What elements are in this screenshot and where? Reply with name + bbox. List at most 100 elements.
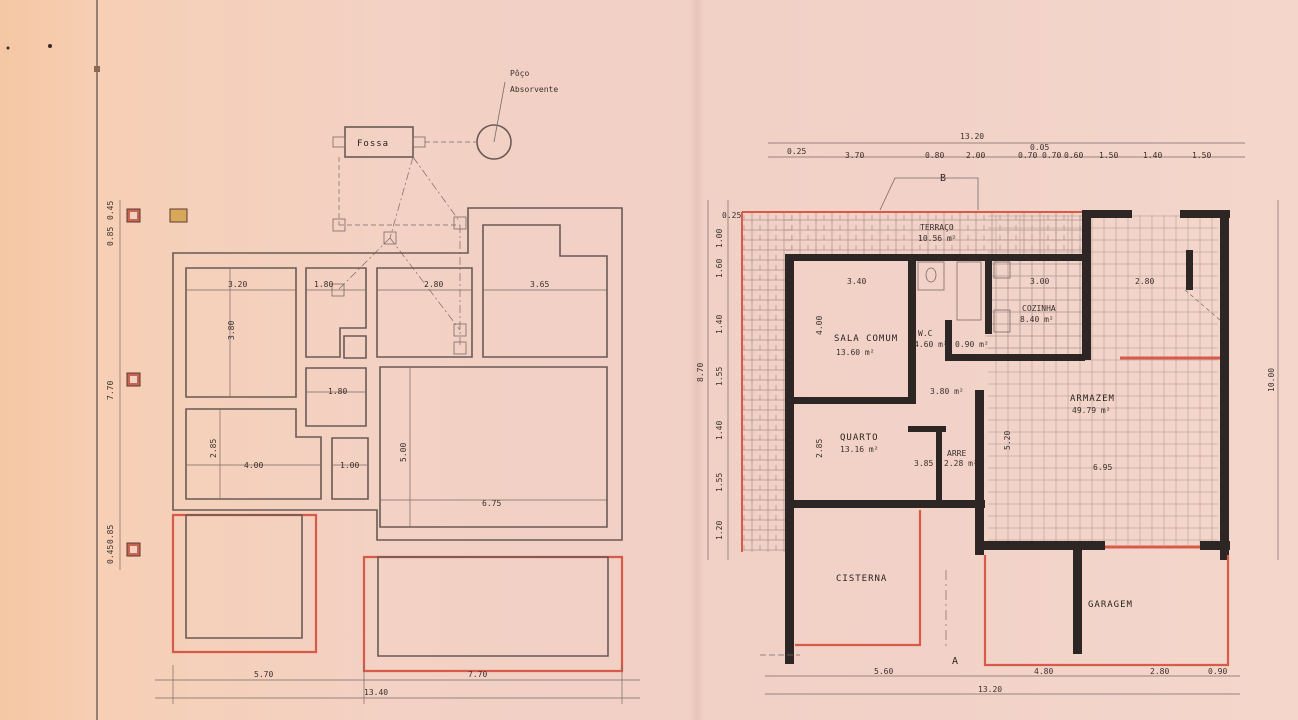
sala-area: 13.60 m² — [836, 348, 875, 357]
inspection-box — [453, 216, 467, 230]
left-dim-3: 0.45 — [106, 545, 115, 564]
marker-inner — [130, 212, 137, 219]
left-dim-4: 0.85 — [106, 525, 115, 544]
dim-r7-w: 1.00 — [340, 461, 359, 470]
top-dim-6: 0.70 — [1042, 151, 1061, 160]
top-dim-9: 1.40 — [1143, 151, 1162, 160]
wall — [908, 254, 916, 404]
drain-line — [389, 156, 414, 239]
wc-b-area: 0.90 m² — [955, 340, 989, 349]
dim-r6-w: 4.00 — [244, 461, 263, 470]
wall — [945, 320, 952, 360]
room-3 — [376, 267, 473, 358]
rleft-dim-5: 1.40 — [715, 421, 724, 440]
septic-outlet — [412, 136, 426, 148]
wall — [908, 426, 946, 432]
armazem-width-2: 6.95 — [1093, 463, 1112, 472]
margin-mark — [94, 66, 100, 72]
terraco-label: TERRAÇO — [920, 223, 954, 232]
tank-left — [171, 513, 318, 654]
top-dim-7: 0.60 — [1064, 151, 1083, 160]
room-6 — [185, 408, 322, 500]
absorvente-label: Absorvente — [510, 85, 558, 94]
top-dim-total: 13.20 — [960, 132, 984, 141]
cozinha-label: COZINHA — [1022, 304, 1056, 313]
room-8 — [379, 366, 608, 528]
wall — [936, 426, 942, 504]
wall — [1220, 210, 1229, 560]
marker-inner — [130, 376, 137, 383]
right-floor-plan: 13.20 0.25 3.70 0.80 2.00 0.70 0.05 0.70… — [696, 132, 1279, 695]
dim-r1-h: 3.80 — [227, 321, 236, 340]
section-mark-a: A — [952, 656, 959, 667]
sala-height: 4.00 — [815, 316, 824, 335]
quarto-area: 13.16 m² — [840, 445, 879, 454]
inspection-box — [453, 341, 467, 355]
bottom-dim-b: 7.70 — [468, 670, 487, 679]
dim-r4-w: 3.65 — [530, 280, 549, 289]
rbottom-total: 13.20 — [978, 685, 1002, 694]
rbottom-d: 0.90 — [1208, 667, 1227, 676]
tank-right-inner — [377, 556, 609, 657]
wall — [975, 541, 1105, 550]
cisterna-label: CISTERNA — [836, 574, 887, 584]
dim-r1-w: 3.20 — [228, 280, 247, 289]
wall — [945, 354, 1085, 361]
rbottom-b: 4.80 — [1034, 667, 1053, 676]
leader-line — [493, 81, 506, 143]
rbottom-c: 2.80 — [1150, 667, 1169, 676]
arrec-area: 2.28 m² — [944, 459, 978, 468]
room-2 — [305, 267, 367, 358]
left-dim-1: 0.45 — [106, 201, 115, 220]
wall — [1082, 210, 1091, 360]
top-dim-4: 0.70 — [1018, 151, 1037, 160]
terrace-side — [742, 212, 792, 552]
toilet — [925, 267, 937, 283]
drain-line — [337, 237, 391, 291]
bathtub — [917, 261, 945, 291]
marker-inner — [130, 546, 137, 553]
quarto-height: 2.85 — [815, 439, 824, 458]
wall — [1073, 548, 1082, 654]
wall — [975, 390, 984, 555]
speck — [6, 46, 10, 50]
wall — [1186, 250, 1193, 290]
arrec-label: ARRE — [947, 449, 966, 458]
bathtub — [956, 261, 982, 321]
armazem-width: 2.80 — [1135, 277, 1154, 286]
speck — [48, 44, 52, 48]
armazem-height: 5.20 — [1003, 431, 1012, 450]
bottom-dim-total: 13.40 — [364, 688, 388, 697]
dim-r6-h: 2.85 — [209, 439, 218, 458]
room-1 — [185, 267, 297, 398]
drain-line — [412, 156, 461, 223]
corridor-area: 3.80 m² — [930, 387, 964, 396]
left-floor-plan: Pôço Absorvente Fossa — [106, 68, 640, 704]
wall — [1180, 210, 1230, 218]
wc-label: W.C — [918, 329, 933, 338]
bottom-dim-a: 5.70 — [254, 670, 273, 679]
kitchen-floor — [985, 255, 1087, 358]
rleft-dim-7: 1.20 — [715, 521, 724, 540]
rbottom-a: 5.60 — [874, 667, 893, 676]
garagem-label: GARAGEM — [1088, 600, 1133, 610]
rleft-dim-4: 1.55 — [715, 367, 724, 386]
stair-line — [1184, 289, 1221, 321]
dim-r3-w: 2.80 — [424, 280, 443, 289]
stair — [879, 177, 979, 211]
inspection-box — [453, 323, 467, 337]
garage-wall — [983, 555, 1230, 667]
cozinha-area: 8.40 m² — [1020, 315, 1054, 324]
arrec-height: 3.85 — [914, 459, 933, 468]
armazem-label: ARMAZEM — [1070, 394, 1115, 404]
armazem-area: 49.79 m² — [1072, 406, 1111, 415]
inspection-box — [383, 231, 397, 245]
wall — [1200, 541, 1230, 550]
wall — [785, 397, 915, 404]
marker-yellow — [169, 208, 188, 223]
quarto-label: QUARTO — [840, 433, 879, 443]
top-dim-5: 0.05 — [1030, 143, 1049, 152]
dim-r8-w: 6.75 — [482, 499, 501, 508]
left-dim-2: 7.70 — [106, 381, 115, 400]
tank-right — [362, 555, 624, 673]
